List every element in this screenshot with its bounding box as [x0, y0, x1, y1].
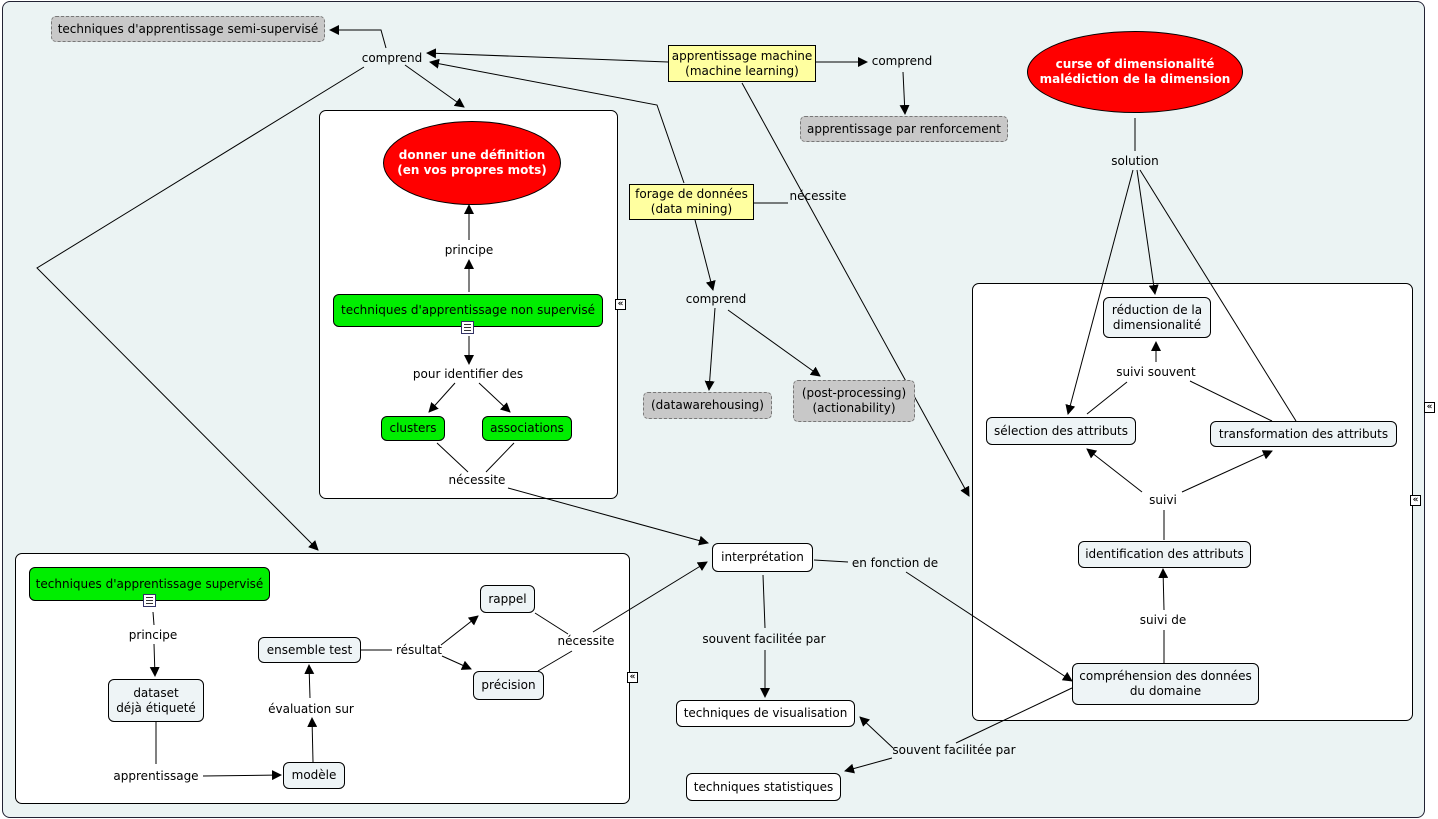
link-label-suivi-souvent: suivi souvent: [1116, 365, 1196, 379]
node-post-processing[interactable]: (post-processing) (actionability): [793, 380, 915, 422]
link-label-souvent-facilitee: souvent facilitée par: [702, 632, 826, 646]
link-label-necessite: nécessite: [557, 634, 615, 648]
node-visualisation[interactable]: techniques de visualisation: [676, 700, 855, 727]
collapse-icon[interactable]: «: [1410, 495, 1421, 506]
link-label-en-fonction-de: en fonction de: [851, 556, 939, 570]
node-transformation[interactable]: transformation des attributs: [1210, 421, 1397, 447]
node-clusters[interactable]: clusters: [381, 416, 445, 441]
link-label-pour-identifier: pour identifier des: [412, 367, 524, 381]
link-label-resultat: résultat: [395, 643, 443, 657]
link-label-necessite: nécessite: [448, 473, 506, 487]
node-ensemble-test[interactable]: ensemble test: [258, 637, 361, 663]
link-label-souvent-facilitee: souvent facilitée par: [892, 743, 1016, 757]
node-modele[interactable]: modèle: [283, 762, 345, 789]
collapse-icon[interactable]: «: [1424, 402, 1435, 413]
link-label-principe: principe: [128, 628, 178, 642]
node-supervise[interactable]: techniques d'apprentissage supervisé: [29, 567, 270, 601]
collapse-icon[interactable]: «: [627, 672, 638, 683]
link-label-apprentissage: apprentissage: [113, 769, 199, 783]
link-label-necessite: nécessite: [789, 189, 847, 203]
node-associations[interactable]: associations: [482, 416, 572, 441]
node-data-mining[interactable]: forage de données (data mining): [629, 184, 754, 220]
link-label-suivi-de: suivi de: [1139, 613, 1187, 627]
node-identification[interactable]: identification des attributs: [1078, 541, 1251, 568]
node-reduction[interactable]: réduction de la dimensionalité: [1103, 297, 1211, 338]
document-icon[interactable]: [143, 594, 156, 607]
node-rappel[interactable]: rappel: [480, 585, 535, 613]
link-label-principe: principe: [444, 243, 494, 257]
panel-dimension: [972, 283, 1413, 721]
link-label-solution: solution: [1111, 154, 1159, 168]
collapse-icon[interactable]: «: [615, 299, 626, 310]
node-interpretation[interactable]: interprétation: [712, 543, 813, 572]
node-comprehension[interactable]: compréhension des données du domaine: [1072, 663, 1259, 705]
document-icon[interactable]: [461, 321, 474, 334]
link-label-suivi: suivi: [1149, 493, 1177, 507]
node-semi-supervise[interactable]: techniques d'apprentissage semi-supervis…: [51, 16, 325, 42]
node-statistiques[interactable]: techniques statistiques: [686, 773, 841, 801]
link-label-comprend: comprend: [685, 292, 747, 306]
node-selection[interactable]: sélection des attributs: [986, 417, 1136, 445]
node-precision[interactable]: précision: [473, 671, 544, 700]
link-label-comprend: comprend: [361, 51, 423, 65]
link-label-evaluation: évaluation sur: [268, 702, 354, 716]
node-datawarehousing[interactable]: (datawarehousing): [643, 392, 772, 419]
node-dataset[interactable]: dataset déjà étiqueté: [108, 679, 204, 722]
node-definition[interactable]: donner une définition (en vos propres mo…: [383, 121, 561, 205]
node-curse-dimension[interactable]: curse of dimensionalité malédiction de l…: [1027, 31, 1243, 113]
link-label-comprend: comprend: [871, 54, 933, 68]
node-renforcement[interactable]: apprentissage par renforcement: [800, 116, 1008, 142]
node-machine-learning[interactable]: apprentissage machine (machine learning): [668, 45, 816, 82]
